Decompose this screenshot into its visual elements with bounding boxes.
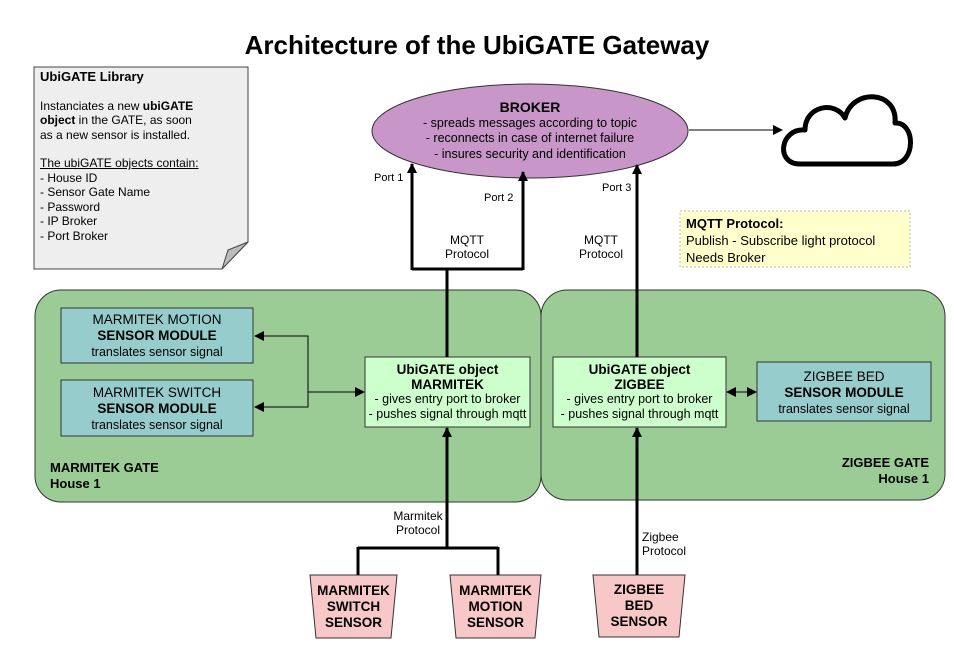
sensor-line: SENSOR: [466, 615, 524, 630]
zigbee-object-shape: [552, 356, 727, 428]
library-list-item: - IP Broker: [40, 214, 98, 228]
module-name: ZIGBEE BED: [803, 369, 885, 384]
library-heading: UbiGATE Library: [40, 69, 144, 84]
marmitek-object: UbiGATE object MARMITEK - gives entry po…: [365, 362, 530, 422]
port-2-label: Port 2: [484, 192, 514, 204]
gate-house: House 1: [50, 476, 101, 491]
protocol-label-line: Zigbee: [642, 530, 679, 544]
sensor-line: SENSOR: [324, 615, 382, 630]
zigbee-gate-label: ZIGBEE GATE House 1: [842, 455, 929, 487]
sensor-line: SENSOR: [610, 614, 668, 629]
library-desc-pre: Instanciates a new: [40, 98, 143, 113]
broker-line: - reconnects in case of internet failure: [425, 131, 635, 145]
mqtt-note-line: Needs Broker: [686, 250, 766, 265]
marmitek-switch-module: MARMITEK SWITCH SENSOR MODULE translates…: [61, 385, 253, 433]
gate-house: House 1: [878, 471, 929, 486]
object-title: UbiGATE object: [396, 362, 499, 377]
marmitek-protocol-label: Marmitek Protocol: [383, 509, 453, 537]
module-type: SENSOR MODULE: [784, 385, 904, 400]
marmitek-gate-label: MARMITEK GATE House 1: [50, 460, 159, 492]
module-type: SENSOR MODULE: [97, 328, 217, 343]
mqtt-label-line: Protocol: [444, 247, 490, 261]
mqtt-note-heading: MQTT Protocol:: [686, 216, 784, 231]
mqtt-note: MQTT Protocol: Publish - Subscribe light…: [686, 215, 875, 266]
object-title: UbiGATE object: [588, 362, 691, 377]
marmitek-object-shape: [364, 356, 531, 428]
library-desc-bold: ubiGATE: [142, 98, 194, 113]
page-title: Architecture of the UbiGATE Gateway: [244, 30, 710, 60]
object-type: ZIGBEE: [614, 377, 665, 392]
library-desc-bold2: object: [40, 113, 76, 127]
module-desc: translates sensor signal: [91, 418, 223, 432]
mqtt-protocol-label-2: MQTT Protocol: [566, 233, 636, 261]
library-list-item: - House ID: [40, 170, 98, 185]
module-desc: translates sensor signal: [91, 345, 223, 359]
module-name: MARMITEK SWITCH: [92, 385, 222, 400]
object-line: - pushes signal through mqtt: [560, 407, 719, 421]
sensor-line: MOTION: [468, 599, 523, 614]
library-note-fold: [221, 241, 249, 270]
protocol-label-line: Protocol: [642, 544, 687, 558]
mqtt-note-shape: [679, 210, 911, 268]
object-line: - gives entry port to broker: [566, 392, 713, 406]
cloud-icon: [781, 94, 913, 167]
marmitek-switch-sensor: MARMITEK SWITCH SENSOR: [310, 583, 397, 631]
mqtt-label-line: Protocol: [578, 247, 624, 261]
marmitek-switch-sensor-shape: [309, 574, 398, 639]
broker-shape: [371, 83, 689, 179]
gate-name: MARMITEK GATE: [50, 460, 159, 475]
library-list-item: - Sensor Gate Name: [40, 185, 151, 199]
broker-line: - spreads messages according to topic: [423, 115, 637, 130]
marmitek-motion-sensor: MARMITEK MOTION SENSOR: [450, 583, 541, 631]
mqtt-label-line: MQTT: [584, 233, 618, 247]
library-description: Instanciates a new ubiGATE object in the …: [40, 99, 240, 143]
module-name: MARMITEK MOTION: [92, 312, 222, 327]
zigbee-bed-sensor-shape: [592, 574, 686, 638]
marmitek-switch-module-shape: [60, 379, 254, 437]
broker: BROKER - spreads messages according to t…: [372, 99, 688, 162]
sensor-line: MARMITEK: [459, 583, 532, 598]
module-desc: translates sensor signal: [778, 402, 910, 416]
zigbee-bed-module-shape: [756, 361, 932, 422]
zigbee-protocol-label: Zigbee Protocol: [642, 530, 702, 558]
mqtt-label-line: MQTT: [450, 233, 484, 247]
sensor-line: BED: [624, 598, 654, 613]
protocol-label-line: Marmitek: [393, 509, 443, 523]
library-list-heading: The ubiGATE objects contain:: [40, 156, 199, 170]
module-type: SENSOR MODULE: [97, 401, 217, 416]
marmitek-motion-module-shape: [60, 307, 254, 364]
broker-title: BROKER: [499, 99, 561, 115]
port-3-label: Port 3: [602, 182, 632, 194]
library-list-item: - Port Broker: [40, 228, 109, 243]
object-line: - pushes signal through mqtt: [368, 407, 527, 421]
object-type: MARMITEK: [411, 377, 484, 392]
mqtt-note-line: Publish - Subscribe light protocol: [686, 233, 876, 248]
library-desc-end: as a new sensor is installed.: [40, 127, 191, 142]
sensor-line: SWITCH: [326, 599, 381, 614]
zigbee-bed-sensor: ZIGBEE BED SENSOR: [593, 582, 685, 630]
sensor-line: MARMITEK: [317, 583, 390, 598]
library-list-item: - Password: [40, 199, 101, 214]
object-line: - gives entry port to broker: [374, 392, 521, 406]
sensor-line: ZIGBEE: [613, 582, 665, 597]
port-1-label: Port 1: [374, 172, 404, 184]
gate-name: ZIGBEE GATE: [841, 455, 929, 470]
protocol-label-line: Protocol: [395, 523, 441, 537]
library-desc-mid: in the GATE, as soon: [75, 113, 192, 127]
broker-line: - insures security and identification: [434, 146, 626, 161]
marmitek-motion-sensor-shape: [449, 574, 542, 639]
mqtt-protocol-label-1: MQTT Protocol: [432, 233, 502, 261]
zigbee-object: UbiGATE object ZIGBEE - gives entry port…: [553, 362, 726, 422]
marmitek-motion-module: MARMITEK MOTION SENSOR MODULE translates…: [61, 312, 253, 360]
zigbee-bed-module: ZIGBEE BED SENSOR MODULE translates sens…: [757, 369, 931, 417]
library-note: UbiGATE Library Instanciates a new ubiGA…: [40, 69, 240, 243]
